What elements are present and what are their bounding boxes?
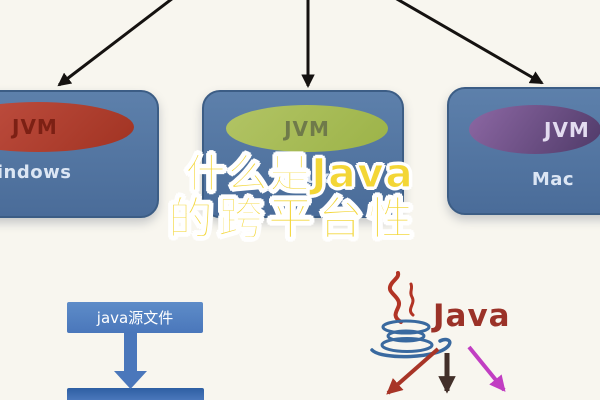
java-steam-icon (408, 282, 415, 317)
os-label-windows: Windows (0, 162, 72, 183)
java-steam-icon (387, 271, 403, 324)
jvm-ellipse-windows: JVM (0, 102, 134, 152)
top-arrow-to-mac (395, 0, 544, 85)
java-saucer-icon (370, 337, 452, 359)
java-cup-icon (380, 337, 434, 353)
jvm-ellipse-mac: JVM (469, 105, 600, 154)
jvm-label: JVM (12, 115, 58, 139)
jvm-ellipse-linux: JVM (226, 105, 388, 152)
os-label-mac: Mac (531, 169, 575, 190)
flow-box-next-step (67, 388, 204, 400)
platform-box-windows: JVM Windows (0, 90, 159, 218)
jvm-label: JVM (544, 117, 590, 142)
os-label-linux: Linux (275, 168, 331, 188)
top-arrow-to-windows (57, 0, 173, 87)
java-cup-icon (381, 319, 431, 335)
java-wordmark: Java (433, 298, 511, 334)
platform-box-linux: JVM Linux (202, 90, 404, 218)
flow-box-java-source: java源文件 (67, 302, 203, 333)
flow-down-arrow (114, 333, 147, 389)
logo-arrow-left (386, 347, 440, 395)
java-cup-icon (386, 329, 426, 343)
logo-arrow-right (467, 345, 506, 392)
platform-box-mac: JVM Mac (447, 87, 600, 215)
jvm-label: JVM (284, 116, 330, 141)
